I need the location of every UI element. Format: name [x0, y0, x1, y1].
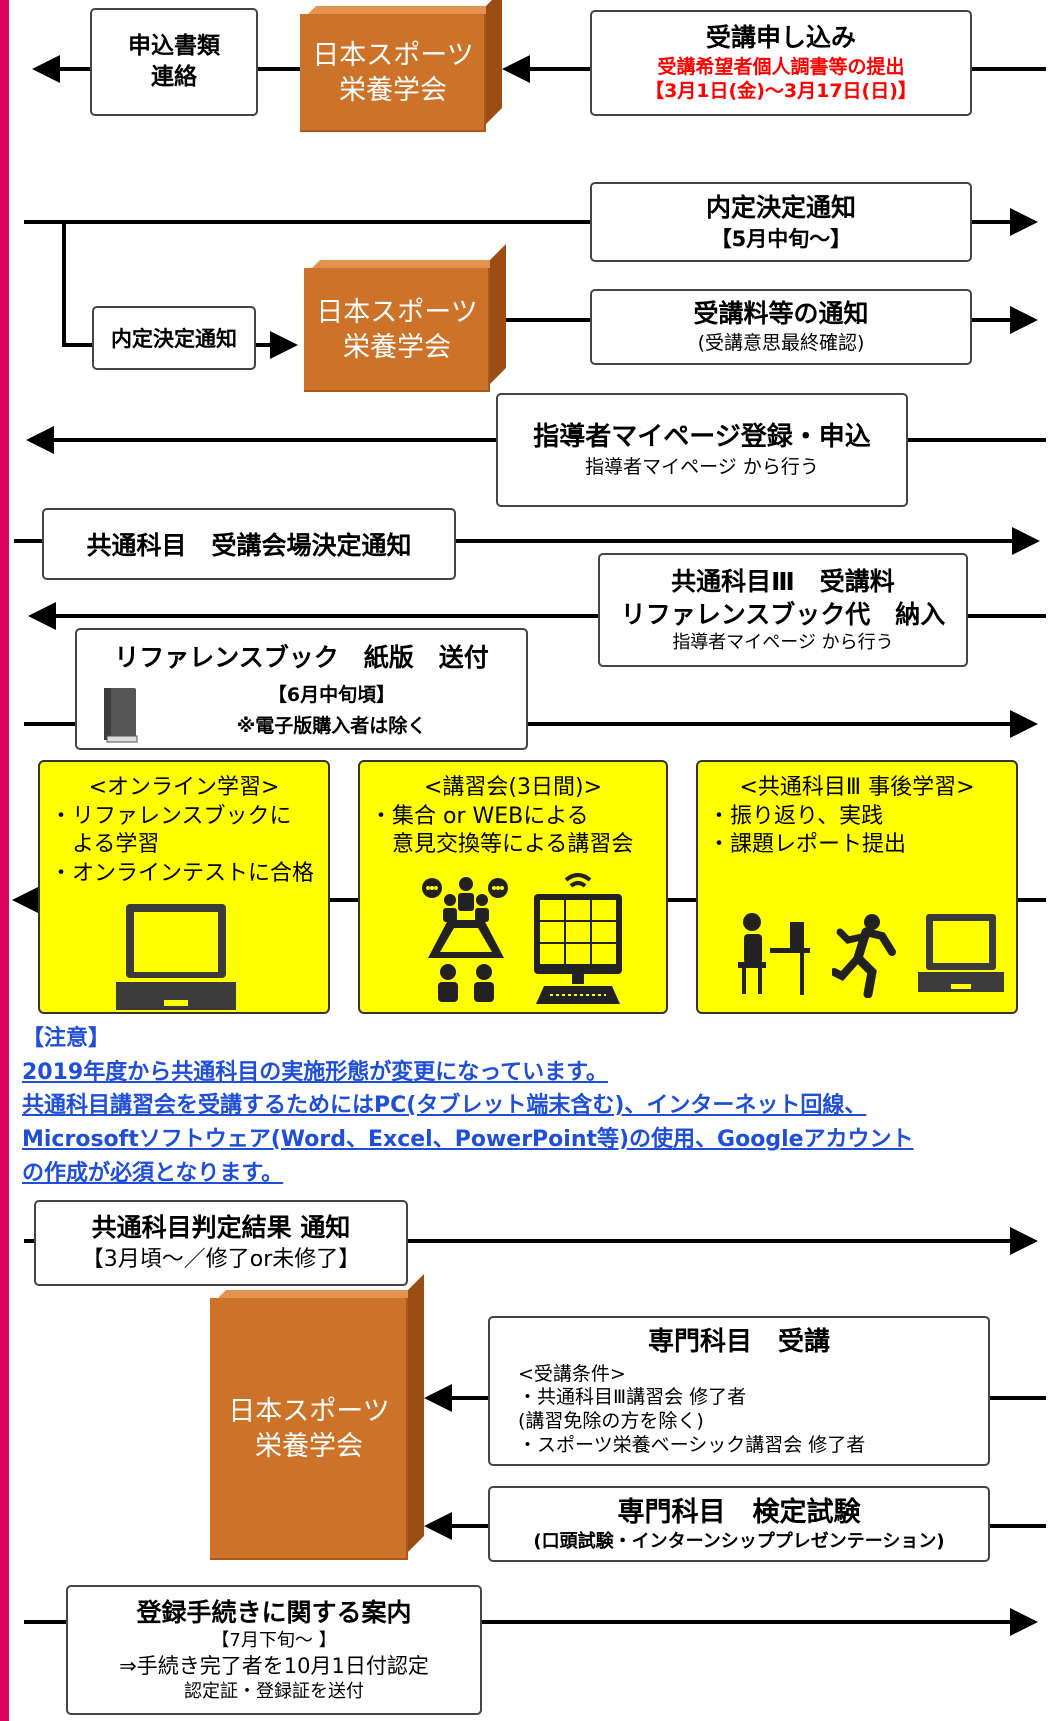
specialty-course-cond-title: <受講条件> — [518, 1362, 626, 1385]
fee-payment-line1: 共通科目Ⅲ 受講料 — [671, 567, 895, 597]
specialty-course-cond: ・共通科目Ⅲ講習会 修了者 — [518, 1386, 747, 1409]
laptop-icon — [918, 914, 1004, 992]
tentative-notice-period: 【5月中旬～】 — [710, 226, 852, 251]
fee-payment-line2: リファレンスブック代 納入 — [620, 600, 946, 630]
specialty-course-cond: (講習免除の方を除く) — [518, 1410, 704, 1432]
online-learning-title: <オンライン学習> — [88, 775, 280, 800]
org-name-line1: 日本スポーツ — [312, 39, 474, 71]
venue-notice-label: 共通科目 受講会場決定通知 — [86, 531, 412, 560]
specialty-course-box: 専門科目 受講 <受講条件> ・共通科目Ⅲ講習会 修了者 (講習免除の方を除く)… — [488, 1316, 990, 1466]
venue-notice-box: 共通科目 受講会場決定通知 — [42, 508, 456, 580]
fee-payment-sub: 指導者マイページ から行う — [672, 632, 894, 654]
registration-guide-line1: ⇒手続き完了者を10月1日付認定 — [119, 1653, 429, 1678]
registration-guide-box: 登録手続きに関する案内 【7月下旬～ 】 ⇒手続き完了者を10月1日付認定 認定… — [66, 1585, 482, 1715]
org-name-line2: 栄養学会 — [343, 332, 451, 363]
application-docs-box: 申込書類 連絡 — [90, 8, 258, 116]
application-sub: 受講希望者個人調書等の提出 — [657, 55, 905, 78]
application-docs-line1: 申込書類 — [128, 32, 220, 59]
running-person-icon — [832, 914, 896, 998]
desk-worker-icon — [738, 913, 810, 995]
organization-block-3: 日本スポーツ 栄養学会 — [210, 1298, 408, 1560]
tentative-notice-small-label: 内定決定通知 — [111, 327, 237, 351]
meeting-icon — [422, 877, 508, 1002]
seminar-box: <講習会(3日間)> ・集合 or WEBによる 意見交換等による講習会 — [358, 760, 668, 1014]
application-title: 受講申し込み — [705, 23, 856, 53]
notice-line[interactable]: の作成が必須となります。 — [22, 1160, 284, 1186]
tentative-notice-title: 内定決定通知 — [705, 192, 856, 222]
seminar-item: 意見交換等による講習会 — [370, 832, 634, 858]
notice-block: 【注意】 2019年度から共通科目の実施形態が変更になっています。 共通科目講習… — [22, 1022, 1051, 1190]
reference-book-title: リファレンスブック 紙版 送付 — [114, 643, 489, 672]
notice-line[interactable]: Microsoftソフトウェア(Word、Excel、PowerPoint等)の… — [22, 1126, 914, 1152]
fee-payment-box: 共通科目Ⅲ 受講料 リファレンスブック代 納入 指導者マイページ から行う — [598, 553, 968, 667]
application-period: 【3月1日(金)～3月17日(日)】 — [645, 80, 917, 103]
online-learning-item: よる学習 — [50, 832, 160, 858]
fee-notice-title: 受講料等の通知 — [693, 299, 869, 329]
org-name-line1: 日本スポーツ — [228, 1395, 390, 1427]
online-learning-item: ・リファレンスブックに — [50, 803, 292, 829]
application-box: 受講申し込み 受講希望者個人調書等の提出 【3月1日(金)～3月17日(日)】 — [590, 10, 972, 116]
specialty-course-cond: ・スポーツ栄養ベーシック講習会 修了者 — [518, 1433, 866, 1456]
specialty-exam-sub: (口頭試験・インターンシッププレゼンテーション) — [533, 1530, 945, 1552]
accent-bar — [0, 0, 9, 1721]
notice-line[interactable]: 共通科目講習会を受講するためにはPC(タブレット端末含む)、インターネット回線、 — [22, 1093, 867, 1119]
seminar-item: ・集合 or WEBによる — [370, 803, 589, 829]
notice-heading: 【注意】 — [22, 1026, 111, 1051]
organization-block-2: 日本スポーツ 栄養学会 — [304, 268, 490, 392]
post-learning-item: ・課題レポート提出 — [708, 832, 907, 858]
web-meeting-icon — [534, 873, 622, 1004]
result-notice-title: 共通科目判定結果 通知 — [91, 1213, 351, 1243]
fee-notice-box: 受講料等の通知 (受講意思最終確認) — [590, 289, 972, 365]
org-name-line2: 栄養学会 — [339, 75, 447, 106]
registration-guide-period: 【7月下旬～ 】 — [211, 1630, 337, 1652]
laptop-icon — [116, 904, 236, 1010]
organization-block-1: 日本スポーツ 栄養学会 — [300, 14, 486, 132]
specialty-course-title: 専門科目 受講 — [647, 1327, 830, 1357]
tentative-notice-box: 内定決定通知 【5月中旬～】 — [590, 182, 972, 262]
book-icon — [104, 688, 138, 743]
result-notice-sub: 【3月頃～／修了or未修了】 — [81, 1247, 361, 1273]
mypage-registration-sub: 指導者マイページ から行う — [585, 455, 819, 478]
tentative-notice-small-box: 内定決定通知 — [92, 306, 256, 370]
online-learning-item: ・オンラインテストに合格 — [50, 860, 315, 886]
registration-guide-title: 登録手続きに関する案内 — [136, 1597, 412, 1627]
mypage-registration-title: 指導者マイページ登録・申込 — [533, 421, 871, 452]
org-name-line1: 日本スポーツ — [316, 296, 478, 328]
notice-line[interactable]: 2019年度から共通科目の実施形態が変更になっています。 — [22, 1059, 608, 1085]
post-learning-box: <共通科目Ⅲ 事後学習> ・振り返り、実践 ・課題レポート提出 — [696, 760, 1018, 1014]
mypage-registration-box: 指導者マイページ登録・申込 指導者マイページ から行う — [496, 393, 908, 507]
reference-book-period: 【6月中旬頃】 — [267, 684, 396, 706]
seminar-title: <講習会(3日間)> — [423, 775, 603, 800]
result-notice-box: 共通科目判定結果 通知 【3月頃～／修了or未修了】 — [34, 1200, 408, 1286]
org-name-line2: 栄養学会 — [255, 1431, 363, 1462]
post-learning-item: ・振り返り、実践 — [708, 803, 884, 829]
online-learning-box: <オンライン学習> ・リファレンスブックに よる学習 ・オンラインテストに合格 — [38, 760, 330, 1014]
specialty-exam-title: 専門科目 検定試験 — [617, 1496, 861, 1528]
application-docs-line2: 連絡 — [151, 64, 197, 90]
reference-book-note: ※電子版購入者は除く — [236, 715, 427, 737]
post-learning-title: <共通科目Ⅲ 事後学習> — [739, 775, 975, 800]
registration-guide-line2: 認定証・登録証を送付 — [184, 1680, 364, 1702]
fee-notice-sub: (受講意思最終確認) — [697, 331, 865, 354]
specialty-exam-box: 専門科目 検定試験 (口頭試験・インターンシッププレゼンテーション) — [488, 1486, 990, 1562]
reference-book-box: リファレンスブック 紙版 送付 【6月中旬頃】 ※電子版購入者は除く — [75, 628, 528, 750]
